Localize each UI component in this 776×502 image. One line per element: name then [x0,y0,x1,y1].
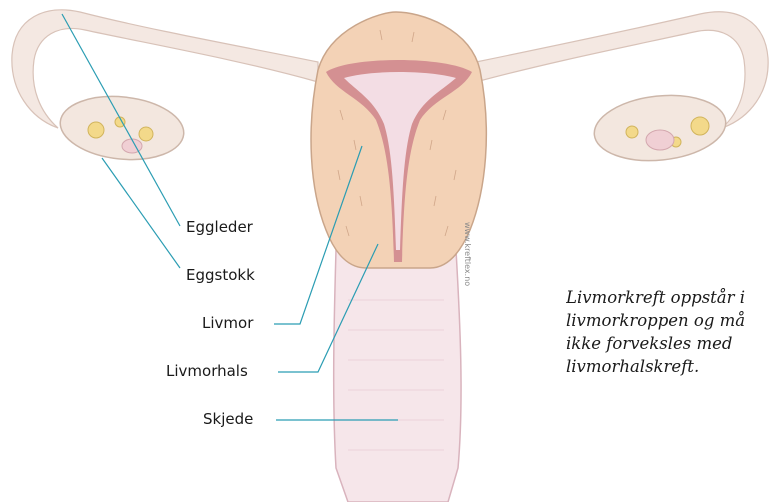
label-livmorhals: Livmorhals [166,362,248,380]
label-eggleder: Eggleder [186,218,253,236]
caption-line: livmorkroppen og må [566,309,776,332]
caption-line: ikke forveksles med [566,332,776,355]
vagina [334,250,461,502]
label-skjede: Skjede [203,410,253,428]
label-livmor: Livmor [202,314,253,332]
label-eggstokk: Eggstokk [186,266,255,284]
caption-text: Livmorkreft oppstår i livmorkroppen og m… [566,286,776,378]
credit-watermark: www.kreftlex.no [463,222,472,286]
eggstokk-leader-line [102,158,180,268]
caption-line: Livmorkreft oppstår i [566,286,776,309]
uterus [311,12,486,268]
left-ovary [57,91,187,166]
caption-line: livmorhalskreft. [566,355,776,378]
